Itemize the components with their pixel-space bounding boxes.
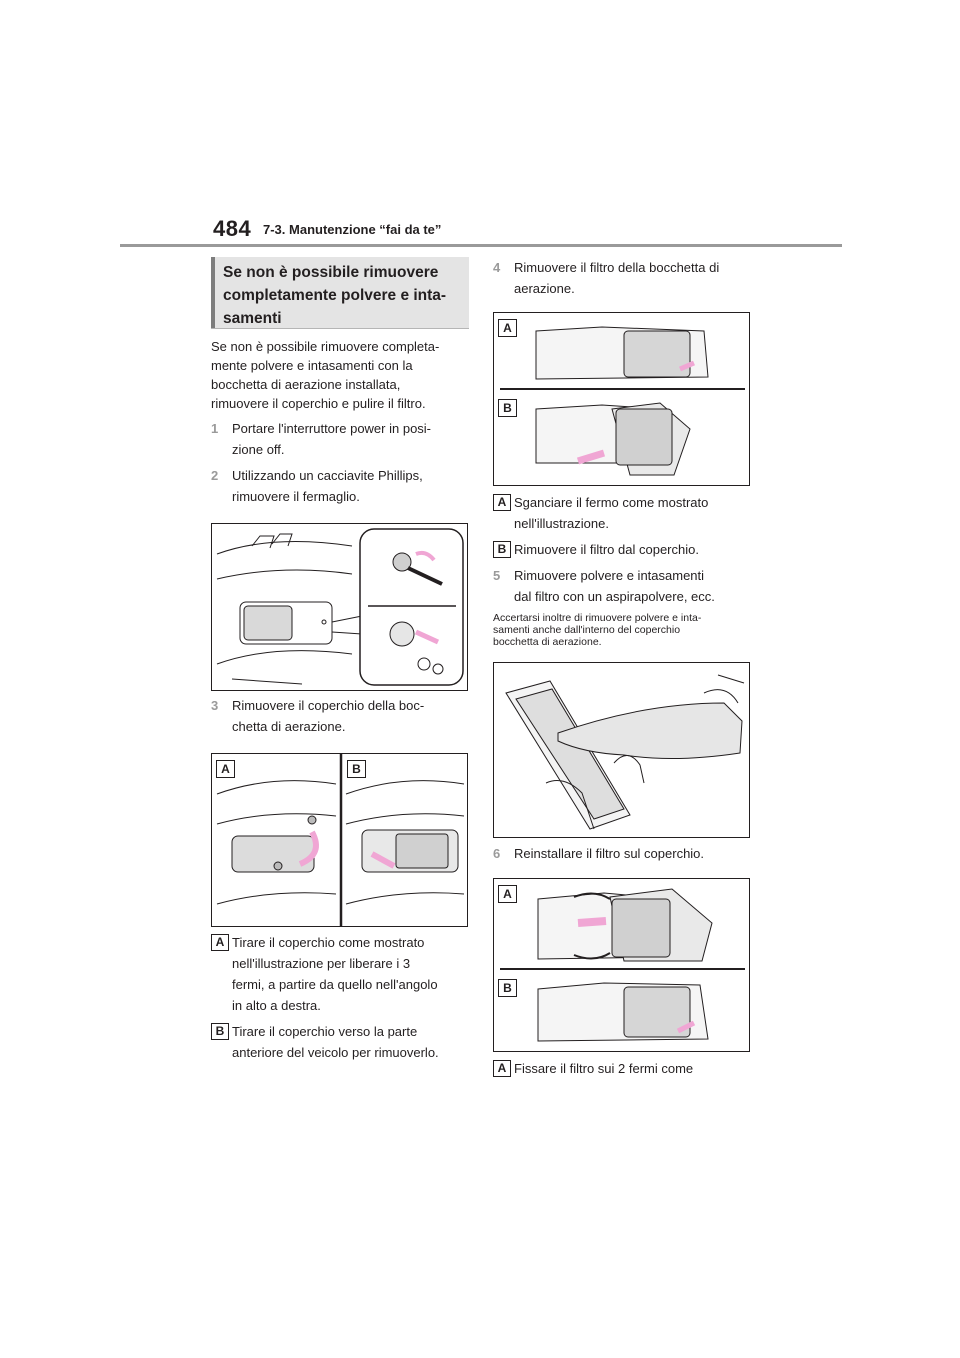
step-6-sub-a: A Fissare il filtro sui 2 fermi come bbox=[493, 1058, 751, 1079]
figure-label-b: B bbox=[498, 399, 517, 417]
step-3-sub-b: B Tirare il coperchio verso la parte ant… bbox=[211, 1021, 469, 1063]
step-3: 3 Rimuovere il coperchio della boc- chet… bbox=[211, 695, 469, 737]
figure-remove-cover: A B bbox=[211, 753, 468, 927]
figure-label-a: A bbox=[216, 760, 235, 778]
cover-removal-illustration bbox=[216, 754, 465, 926]
sub-badge-a: A bbox=[211, 934, 229, 951]
text-line: Reinstallare il filtro sul coperchio. bbox=[514, 846, 705, 861]
heading-line: samenti bbox=[223, 310, 282, 327]
text-line: in alto a destra. bbox=[232, 998, 321, 1013]
text-line: nell'illustrazione. bbox=[514, 516, 609, 531]
text-line: aerazione. bbox=[514, 281, 575, 296]
filter-reinstall-illustration bbox=[500, 888, 745, 1042]
clip-removal-illustration bbox=[216, 528, 464, 686]
step-number: 2 bbox=[211, 468, 219, 483]
step-number: 3 bbox=[211, 698, 219, 713]
text-line: dal filtro con un aspirapolvere, ecc. bbox=[514, 589, 715, 604]
figure-label-a: A bbox=[498, 885, 517, 903]
heading-line: Se non è possibile rimuovere bbox=[223, 264, 439, 281]
text-line: zione off. bbox=[232, 442, 285, 457]
vacuum-cleaning-illustration bbox=[505, 674, 745, 830]
figure-reinstall-filter: A B bbox=[493, 878, 750, 1052]
step-2: 2 Utilizzando un cacciavite Phillips, ri… bbox=[211, 465, 469, 507]
sub-badge-b: B bbox=[211, 1023, 229, 1040]
step-3-sub-a: A Tirare il coperchio come mostrato nell… bbox=[211, 932, 469, 1016]
text-line: Utilizzando un cacciavite Phillips, bbox=[232, 468, 423, 483]
step-5: 5 Rimuovere polvere e intasamenti dal fi… bbox=[493, 565, 751, 607]
text-line: Rimuovere il filtro della bocchetta di bbox=[514, 260, 720, 275]
left-column: Se non è possibile rimuovere completamen… bbox=[211, 257, 469, 1063]
sub-badge-b: B bbox=[493, 541, 511, 558]
figure-remove-filter: A B bbox=[493, 312, 750, 486]
intro-paragraph: Se non è possibile rimuovere completa- m… bbox=[211, 337, 469, 413]
text-line: Se non è possibile rimuovere completa- bbox=[211, 339, 440, 354]
text-line: Rimuovere polvere e intasamenti bbox=[514, 568, 705, 583]
figure-vacuum-filter bbox=[493, 662, 750, 838]
section-heading-box: Se non è possibile rimuovere completamen… bbox=[211, 257, 469, 329]
right-column: 4 Rimuovere il filtro della bocchetta di… bbox=[493, 257, 751, 1079]
text-line: Fissare il filtro sui 2 fermi come bbox=[514, 1061, 694, 1076]
text-line: Rimuovere il coperchio della boc- bbox=[232, 698, 425, 713]
text-line: Tirare il coperchio come mostrato bbox=[232, 935, 425, 950]
text-line: Tirare il coperchio verso la parte bbox=[232, 1024, 418, 1039]
sub-badge-a: A bbox=[493, 494, 511, 511]
step-number: 1 bbox=[211, 421, 219, 436]
filter-removal-illustration bbox=[500, 326, 745, 476]
text-line: anteriore del veicolo per rimuoverlo. bbox=[232, 1045, 439, 1060]
text-line: Sganciare il fermo come mostrato bbox=[514, 495, 709, 510]
heading-line: completamente polvere e inta- bbox=[223, 287, 447, 304]
step-4: 4 Rimuovere il filtro della bocchetta di… bbox=[493, 257, 751, 299]
text-line: bocchetta di aerazione. bbox=[493, 636, 602, 648]
text-line: samenti anche dall'interno del coperchio bbox=[493, 624, 681, 636]
sub-badge-a: A bbox=[493, 1060, 511, 1077]
figure-label-b: B bbox=[347, 760, 366, 778]
step-6: 6 Reinstallare il filtro sul coperchio. bbox=[493, 843, 751, 864]
text-line: Rimuovere il filtro dal coperchio. bbox=[514, 542, 699, 557]
step-number: 4 bbox=[493, 260, 501, 275]
figure-label-a: A bbox=[498, 319, 517, 337]
header-divider bbox=[120, 244, 842, 247]
step-1: 1 Portare l'interruttore power in posi- … bbox=[211, 418, 469, 460]
text-line: Portare l'interruttore power in posi- bbox=[232, 421, 432, 436]
text-line: rimuovere il coperchio e pulire il filtr… bbox=[211, 396, 426, 411]
figure-label-b: B bbox=[498, 979, 517, 997]
section-title: 7-3. Manutenzione “fai da te” bbox=[263, 222, 442, 237]
text-line: rimuovere il fermaglio. bbox=[232, 489, 360, 504]
step-number: 5 bbox=[493, 568, 501, 583]
step-4-sub-a: A Sganciare il fermo come mostrato nell'… bbox=[493, 492, 751, 534]
text-line: chetta di aerazione. bbox=[232, 719, 346, 734]
step-5-note: Accertarsi inoltre di rimuovere polvere … bbox=[493, 612, 751, 648]
step-number: 6 bbox=[493, 846, 501, 861]
text-line: Accertarsi inoltre di rimuovere polvere … bbox=[493, 612, 702, 624]
text-line: fermi, a partire da quello nell'angolo bbox=[232, 977, 438, 992]
text-line: bocchetta di aerazione installata, bbox=[211, 377, 401, 392]
step-4-sub-b: B Rimuovere il filtro dal coperchio. bbox=[493, 539, 751, 560]
page-number: 484 bbox=[213, 216, 252, 241]
text-line: nell'illustrazione per liberare i 3 bbox=[232, 956, 411, 971]
text-line: mente polvere e intasamenti con la bbox=[211, 358, 413, 373]
figure-remove-clip bbox=[211, 523, 468, 691]
